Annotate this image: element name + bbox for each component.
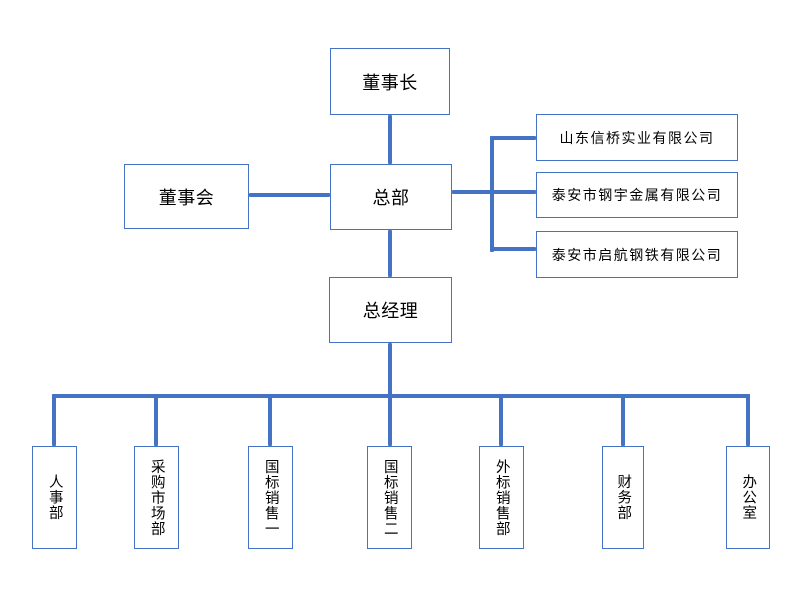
node-subsidiary-2[interactable]: 泰安市钢宇金属有限公司 [536,172,738,218]
node-department-office[interactable]: 办公室 [726,446,770,549]
node-department-hr-label: 人事部 [46,474,63,521]
node-department-national-standard-sales-2[interactable]: 国标销售二 [367,446,412,549]
node-board-label: 董事会 [158,187,215,208]
department-drop-line-2 [154,394,158,446]
node-department-national-standard-sales-2-label: 国标销售二 [381,458,398,537]
connector-headquarters-general-manager [388,230,392,277]
department-drop-line-1 [52,394,56,446]
node-department-procurement-market-label: 采购市场部 [148,458,165,537]
node-department-national-standard-sales-1-label: 国标销售一 [262,458,279,537]
node-subsidiary-3-label: 泰安市启航钢铁有限公司 [551,246,723,263]
node-department-external-standard-sales-label: 外标销售部 [493,458,510,537]
department-drop-line-3 [268,394,272,446]
node-chairman[interactable]: 董事长 [330,48,450,115]
node-board[interactable]: 董事会 [124,164,249,229]
node-department-procurement-market[interactable]: 采购市场部 [134,446,179,549]
connector-headquarters-subsidiaries [452,190,536,194]
node-department-national-standard-sales-1[interactable]: 国标销售一 [248,446,293,549]
node-subsidiary-1[interactable]: 山东信桥实业有限公司 [536,114,738,161]
connector-general-manager-departments [388,343,392,396]
node-subsidiary-2-label: 泰安市钢宇金属有限公司 [551,187,723,203]
node-subsidiary-3[interactable]: 泰安市启航钢铁有限公司 [536,231,738,278]
node-department-external-standard-sales[interactable]: 外标销售部 [479,446,524,549]
subsidiary-branch-bottom-line [490,247,536,251]
department-drop-line-6 [621,394,625,446]
department-drop-line-4 [388,394,392,446]
node-department-hr[interactable]: 人事部 [32,446,77,549]
department-drop-line-7 [746,394,750,446]
node-headquarters-label: 总部 [372,188,410,208]
connector-board-headquarters [249,193,330,197]
node-chairman-label: 董事长 [362,72,418,93]
subsidiary-branch-top-line [490,136,536,140]
subsidiary-bracket-vertical-line [490,136,494,252]
node-subsidiary-1-label: 山东信桥实业有限公司 [559,129,715,146]
connector-chairman-headquarters [388,115,392,164]
node-department-finance[interactable]: 财务部 [602,446,644,549]
department-bus-line [52,394,750,398]
node-general-manager[interactable]: 总经理 [329,277,452,343]
node-department-office-label: 办公室 [740,474,757,521]
node-headquarters[interactable]: 总部 [330,164,452,230]
department-drop-line-5 [499,394,503,446]
node-general-manager-label: 总经理 [362,301,419,321]
node-department-finance-label: 财务部 [615,474,632,521]
